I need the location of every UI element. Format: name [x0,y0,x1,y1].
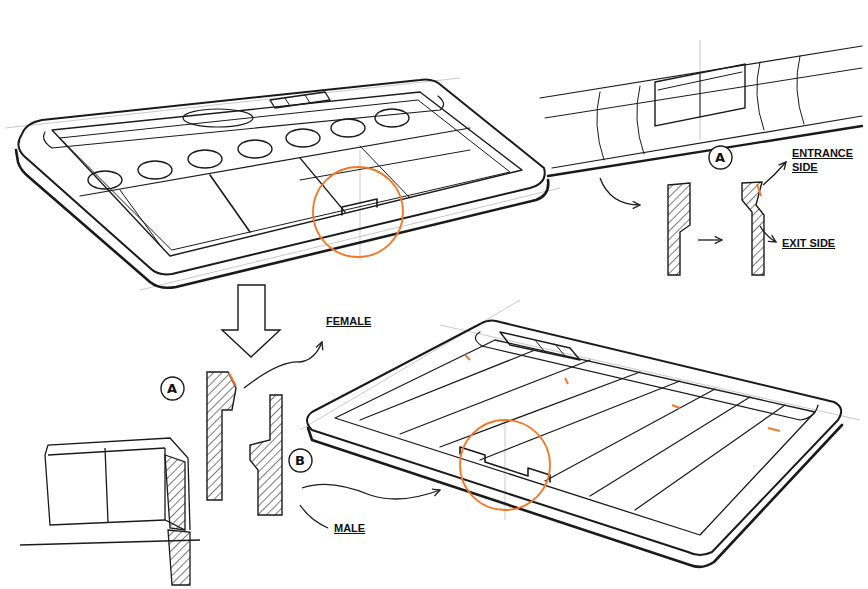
tray-top-view [80,128,470,196]
tray-bottom-view [555,344,565,356]
highlight-circle [460,420,550,510]
annotation-label: MALE [332,521,367,537]
tray-bottom-view [335,340,815,535]
tray-bottom-view [460,447,550,482]
rail-detail [637,86,644,154]
orange-marks [768,428,780,431]
section-profiles-a [757,184,761,196]
rail-detail [540,46,862,98]
leader-arrows [763,162,786,185]
section-profiles-b [229,373,236,386]
tray-bottom-view [635,405,785,510]
tray-top-view [88,171,122,189]
annotation-label: FEMALE [324,314,373,330]
joint-sketch [168,530,190,585]
tray-top-view [305,95,310,103]
joint-sketch [165,455,185,530]
orange-marks [565,378,568,384]
tray-top-view [0,0,200,1]
section-profiles-b [250,395,282,515]
leader-arrows [760,226,776,242]
tray-top-view [210,175,250,232]
tray-bottom-view [307,320,841,555]
section-profiles-a [668,182,764,275]
rail-detail [597,92,604,160]
tray-top-view [238,140,272,158]
tray-top-view [52,92,522,256]
tray-bottom-view [308,425,842,567]
leader-arrows [300,505,328,528]
tray-top-view [375,109,409,127]
leader-arrows [600,178,640,205]
orange-marks [672,405,680,408]
orange-marks [465,355,470,360]
tray-top-view [285,98,290,106]
section-profiles-b [207,372,282,515]
leader-arrows [698,239,722,240]
callout-outline [709,146,732,169]
tray-top-view [60,100,510,250]
callout-outline [161,377,184,400]
construction-lines [300,300,520,430]
tray-top-view [270,92,330,108]
transition-arrow [222,285,280,357]
joint-sketch [20,438,200,585]
rail-detail [797,56,804,124]
joint-sketch [48,448,165,455]
leader-arrows [244,342,322,388]
tray-bottom-view [307,320,842,567]
callout-circle: A [160,376,185,401]
construction-lines [700,40,701,140]
annotation-label: EXIT SIDE [780,236,837,252]
callout-letter: A [167,382,177,395]
tray-top-view [18,80,544,275]
tray-bottom-view [475,332,818,420]
rail-detail [540,46,862,176]
tray-top-view [0,0,548,288]
annotation-label: ENTRANCE SIDE [790,146,862,176]
section-profiles-b [207,372,236,500]
joint-sketch [45,438,190,530]
tray-top-view [183,109,253,127]
tray-top-view [342,199,377,215]
tray-bottom-view [500,332,580,360]
rail-detail [548,126,862,176]
tray-top-view [331,119,365,137]
orange-marks [465,355,780,431]
tray-top-view [16,150,548,288]
tray-top-view [286,129,320,147]
tray-top-view [188,150,222,168]
callout-letter: B [295,454,305,467]
tray-top-view [44,96,444,148]
tray-top-view [360,146,410,198]
joint-sketch [45,455,185,530]
tray-top-view [120,190,160,245]
callout-circle: B [288,448,313,473]
construction-lines [5,40,860,520]
leader-arrows [302,484,440,499]
construction-lines [440,325,860,420]
callout-outline [289,449,312,472]
highlight-circle [313,167,403,257]
rail-detail [757,62,764,130]
joint-sketch [105,448,108,522]
rail-detail [700,74,701,117]
tray-bottom-view [360,350,535,420]
tray-top-view [138,161,172,179]
joint-sketch [20,540,200,545]
callout-letter: A [715,151,725,164]
rail-detail [545,68,862,118]
rail-detail [655,64,745,126]
construction-lines [140,188,560,290]
callout-circle: A [708,145,733,170]
section-profiles-a [668,183,690,275]
section-profiles-a [742,182,764,275]
tray-bottom-view [535,340,545,352]
tray-bottom-view [400,360,590,434]
